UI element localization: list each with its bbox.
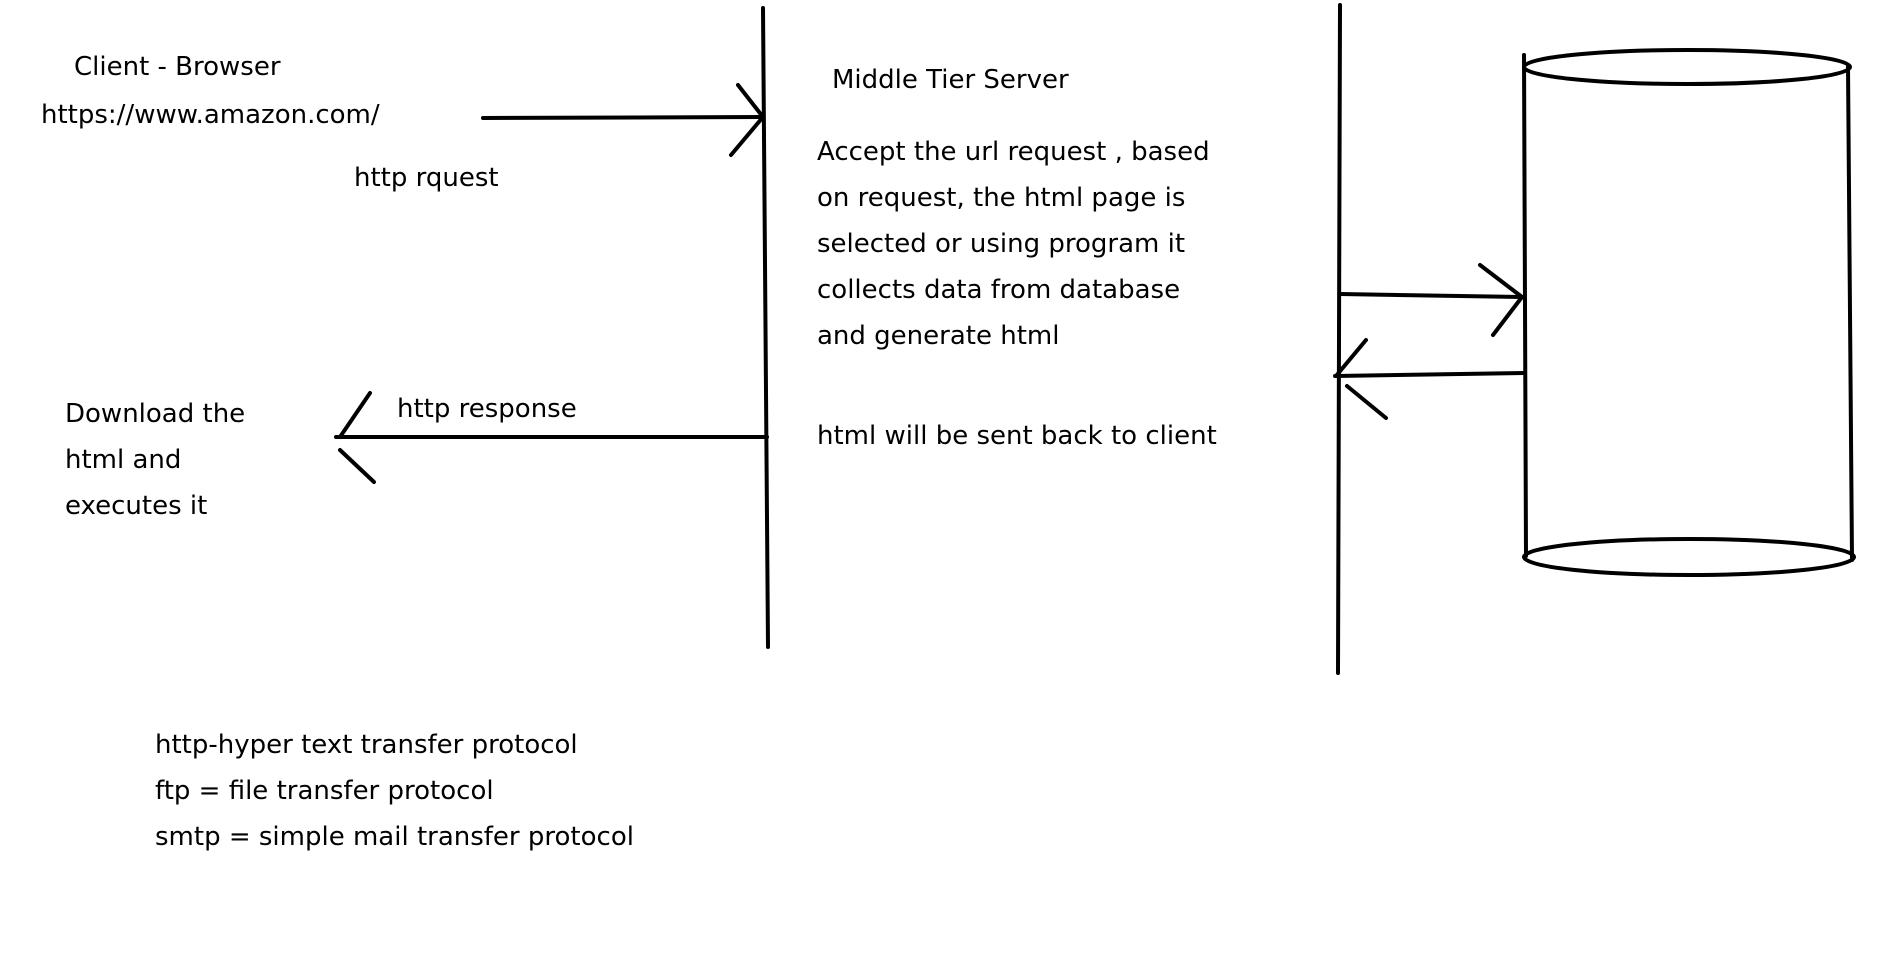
server-description: Accept the url request , based on reques…: [817, 129, 1210, 359]
client-title: Client - Browser: [74, 52, 281, 82]
http-response-arrow: [334, 391, 769, 484]
protocol-note: smtp = simple mail transfer protocol: [155, 822, 634, 852]
server-description-line: selected or using program it: [817, 229, 1186, 259]
server-description-line: collects data from database: [817, 275, 1181, 305]
client-download-text: Download the html and executes it: [65, 391, 245, 529]
protocol-note: http-hyper text transfer protocol: [155, 730, 578, 760]
server-to-database-arrow: [1338, 263, 1524, 337]
http-request-label: http rquest: [354, 163, 499, 193]
server-description-line: and generate html: [817, 321, 1060, 351]
client-download-line: executes it: [65, 491, 208, 521]
database-cylinder-icon: [1522, 48, 1856, 577]
server-title: Middle Tier Server: [832, 65, 1069, 95]
client-url: https://www.amazon.com/: [41, 100, 380, 130]
http-response-label: http response: [397, 394, 577, 424]
client-download-line: html and: [65, 445, 182, 475]
database-to-server-arrow: [1333, 338, 1526, 420]
server-database-divider: [1336, 3, 1342, 675]
server-description-line: on request, the html page is: [817, 183, 1186, 213]
server-response-note: html will be sent back to client: [817, 421, 1217, 451]
client-download-line: Download the: [65, 399, 246, 429]
server-description-line: Accept the url request , based: [817, 137, 1210, 167]
protocol-notes: http-hyper text transfer protocol ftp = …: [155, 722, 634, 860]
client-server-divider: [761, 6, 770, 649]
protocol-note: ftp = file transfer protocol: [155, 776, 494, 806]
http-request-arrow: [481, 83, 765, 157]
